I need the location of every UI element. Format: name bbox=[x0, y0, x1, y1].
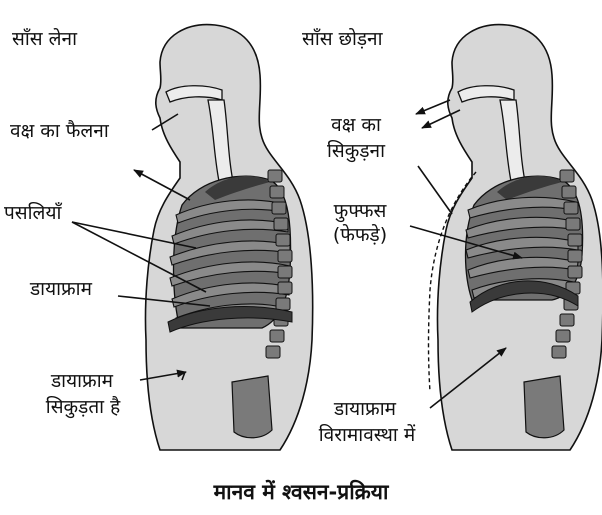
right-diaphragm bbox=[469, 280, 579, 313]
left-title: साँस लेना bbox=[12, 28, 77, 50]
chest-contraction-line1: वक्ष का bbox=[331, 114, 381, 136]
chest-contraction-line2: सिकुड़ना bbox=[327, 140, 385, 162]
right-dashed-outline bbox=[427, 171, 477, 393]
diaphragm-relaxed-line2: विरामावस्था में bbox=[318, 424, 416, 446]
diaphragm-contracts-line1: डायाफ्राम bbox=[51, 370, 113, 392]
left-pelvis bbox=[231, 375, 273, 439]
diaphragm-contracts-line2: सिकुड़ता है bbox=[45, 396, 121, 418]
right-torso bbox=[427, 23, 602, 451]
right-leader-lines bbox=[409, 99, 523, 409]
diagram-caption: मानव में श्वसन-प्रक्रिया bbox=[213, 480, 389, 504]
diaphragm-relaxed-line1: डायाफ्राम bbox=[334, 398, 396, 420]
left-torso bbox=[144, 23, 314, 451]
left-diaphragm bbox=[167, 306, 293, 333]
chest-expansion-label: वक्ष का फैलना bbox=[10, 120, 109, 142]
ribs-label: पसलियाँ bbox=[4, 202, 62, 224]
right-pelvis bbox=[523, 375, 565, 439]
right-rib-cage bbox=[465, 196, 579, 299]
lungs-label-line2: (फेफड़े) bbox=[332, 224, 388, 246]
diaphragm-label: डायाफ्राम bbox=[30, 278, 92, 300]
lungs-label-line1: फुफ्फस bbox=[333, 200, 387, 222]
left-leader-lines bbox=[71, 113, 211, 381]
right-title: साँस छोड़ना bbox=[302, 28, 383, 50]
